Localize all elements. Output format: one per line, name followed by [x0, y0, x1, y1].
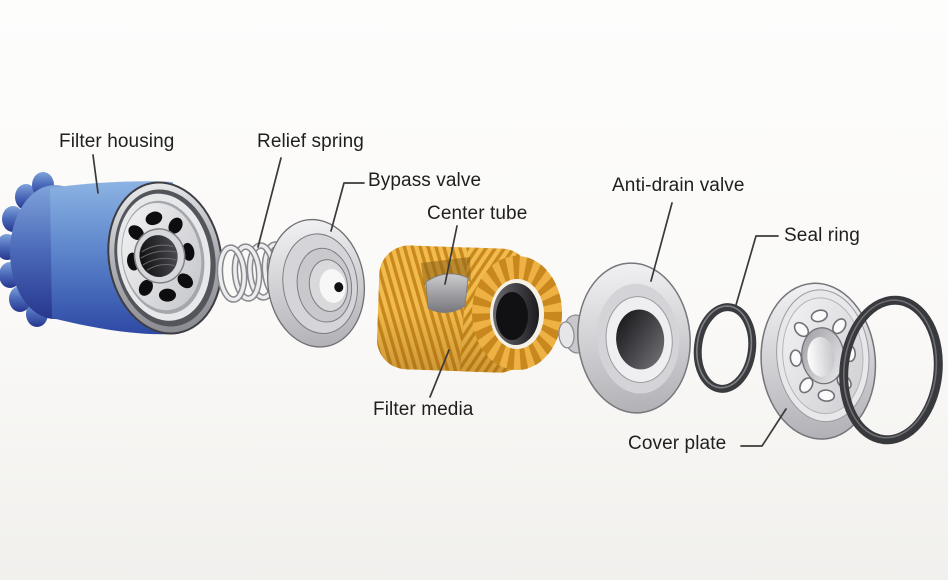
filter-housing-graphic	[0, 172, 223, 335]
cover-plate-graphic	[760, 282, 877, 440]
leader-cover-plate	[740, 408, 787, 447]
label-filter-media: Filter media	[373, 399, 474, 420]
leader-filter-housing	[92, 154, 99, 194]
outer-gasket-graphic	[839, 295, 943, 445]
label-anti-drain-valve: Anti-drain valve	[612, 175, 745, 196]
leader-bypass-valve	[330, 182, 365, 232]
label-seal-ring: Seal ring	[784, 225, 860, 246]
leader-filter-media	[429, 349, 450, 398]
leader-lines	[92, 154, 787, 447]
leader-relief-spring	[257, 157, 282, 248]
label-bypass-valve: Bypass valve	[368, 170, 482, 191]
filter-media-graphic	[375, 244, 562, 374]
label-center-tube: Center tube	[427, 203, 528, 224]
label-cover-plate: Cover plate	[628, 433, 727, 454]
leader-anti-drain-valve	[650, 202, 673, 282]
label-filter-housing: Filter housing	[59, 131, 175, 152]
seal-ring-graphic	[693, 303, 757, 393]
bypass-valve-graphic	[267, 218, 366, 348]
label-relief-spring: Relief spring	[257, 131, 364, 152]
anti-drain-valve-graphic	[558, 262, 691, 414]
thread-lines	[140, 244, 177, 271]
leader-center-tube	[444, 225, 458, 285]
leader-seal-ring	[735, 235, 779, 306]
center-tube-graphic	[421, 257, 471, 313]
